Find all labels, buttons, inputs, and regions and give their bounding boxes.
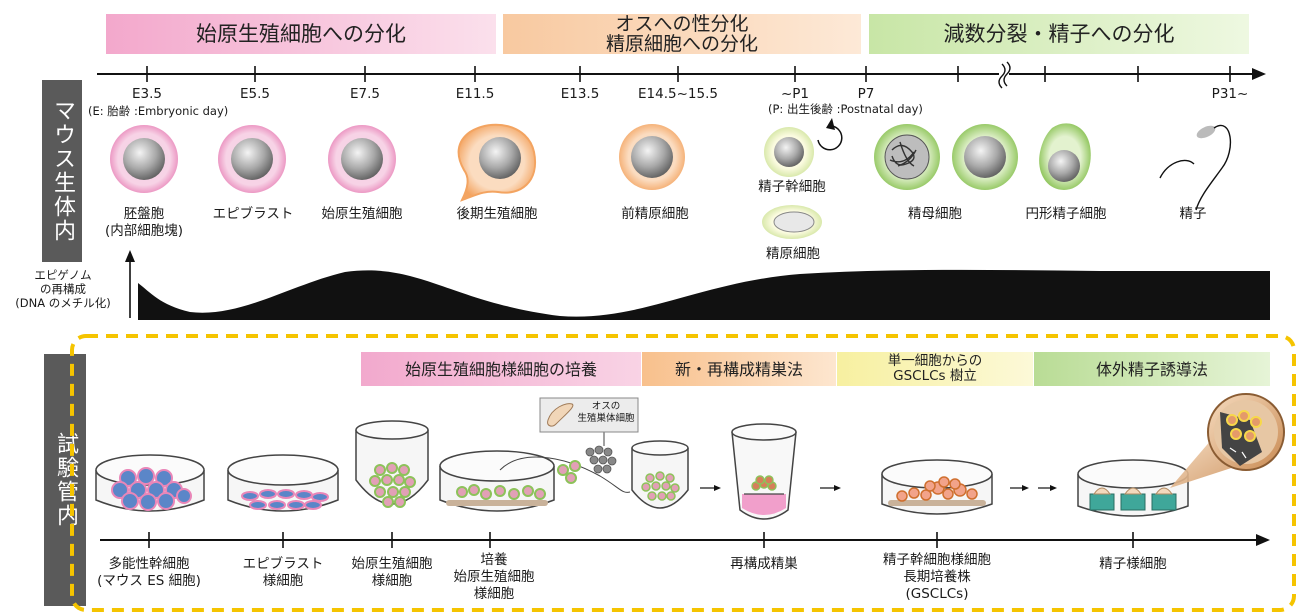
cell-label-pgc: 始原生殖細胞 bbox=[321, 206, 403, 222]
in-vivo-side-label: マウス生体内 bbox=[42, 80, 82, 262]
invitro-label-sperm-like: 精子様細胞 bbox=[1099, 556, 1167, 572]
cell-pgc bbox=[328, 125, 396, 193]
postnatal-day-note: (P: 出生後齢 :Postnatal day) bbox=[768, 102, 923, 116]
floating-pgclc-cells bbox=[557, 460, 581, 484]
method-band-pgclc-culture: 始原生殖細胞様細胞の培養 bbox=[361, 352, 641, 386]
stage-band-sex-diff: オスへの性分化 精原細胞への分化 bbox=[503, 14, 861, 54]
stage-band-meiosis: 減数分裂・精子への分化 bbox=[869, 14, 1249, 54]
method-band-sperm-induction: 体外精子誘導法 bbox=[1034, 352, 1270, 386]
method-band-gsclc: 単一細胞からの GSCLCs 樹立 bbox=[837, 352, 1033, 386]
in-vitro-side-label: 試験管内 bbox=[44, 354, 86, 606]
gonad-tissue-icon bbox=[547, 403, 574, 427]
in-vitro-dashed-frame bbox=[70, 334, 1296, 612]
cell-late-germ-cell bbox=[457, 123, 537, 202]
cup-pgclc-aggregate bbox=[355, 420, 429, 508]
invitro-label-gsclc: 精子幹細胞様細胞 長期培養株 (GSCLCs) bbox=[883, 552, 991, 602]
cell-label-round-spermatid: 円形精子細胞 bbox=[1025, 206, 1107, 222]
stage-band-label: 減数分裂・精子への分化 bbox=[943, 22, 1175, 46]
process-arrow bbox=[1010, 485, 1057, 491]
tick-label: P31~ bbox=[1211, 86, 1249, 102]
cell-label-prospermatogonia: 前精原細胞 bbox=[621, 206, 689, 222]
invitro-label-epiblast-like: エピブラスト 様細胞 bbox=[242, 556, 324, 589]
cell-round-spermatid bbox=[1039, 123, 1091, 190]
cell-label-ssc: 精子幹細胞 bbox=[758, 179, 826, 195]
stage-band-label: 始原生殖細胞への分化 bbox=[196, 22, 406, 46]
stage-band-label: オスへの性分化 精原細胞への分化 bbox=[605, 13, 758, 55]
process-arrow bbox=[820, 485, 841, 491]
invitro-label-reconstituted-testis: 再構成精巣 bbox=[730, 556, 798, 572]
cell-spermatogonium bbox=[762, 205, 822, 239]
transwell-reconstituted-testis bbox=[731, 423, 797, 520]
gonadal-somatic-cells bbox=[585, 430, 617, 474]
cell-spermatocyte-2 bbox=[952, 124, 1018, 190]
dish-sperm-induction bbox=[1077, 459, 1189, 517]
stage-band-pgc: 始原生殖細胞への分化 bbox=[106, 14, 496, 54]
invitro-label-pgclc: 始原生殖細胞 様細胞 bbox=[351, 556, 433, 589]
epigenome-methylation-curve bbox=[138, 269, 1270, 320]
process-arrow bbox=[700, 485, 721, 491]
magnified-callout bbox=[1170, 393, 1285, 488]
epigenome-axis-arrow bbox=[125, 250, 135, 318]
cell-blastocyst bbox=[110, 125, 178, 193]
cell-sperm bbox=[1159, 124, 1232, 211]
cell-label-spermatogonium: 精原細胞 bbox=[766, 246, 820, 262]
epigenome-label: エピゲノム の再構成 (DNA のメチル化) bbox=[15, 268, 111, 310]
cell-spermatogonial-stem-cell bbox=[764, 118, 843, 177]
cup-mixed-aggregate bbox=[631, 440, 689, 509]
tick-label: E14.5~15.5 bbox=[638, 86, 718, 102]
invitro-label-es: 多能性幹細胞 (マウス ES 細胞) bbox=[97, 556, 201, 589]
cell-label-spermatocyte: 精母細胞 bbox=[908, 206, 962, 222]
dish-es-cells bbox=[95, 454, 205, 512]
dish-gsclc bbox=[881, 459, 993, 515]
cell-label-sperm: 精子 bbox=[1179, 206, 1207, 222]
dish-epiblast-like bbox=[227, 454, 339, 512]
dish-cultured-pgclc bbox=[439, 450, 631, 512]
method-band-reconstituted-testis: 新・再構成精巣法 bbox=[642, 352, 836, 386]
gonadal-tissue-note: オスの 生殖巣体細胞 bbox=[577, 401, 635, 424]
tick-label: E7.5 bbox=[350, 86, 380, 102]
tick-label: E5.5 bbox=[240, 86, 270, 102]
tick-label: P7 bbox=[857, 86, 875, 102]
cell-spermatocyte-1 bbox=[874, 124, 940, 190]
cell-label-late-germ-cell: 後期生殖細胞 bbox=[456, 206, 538, 222]
tick-label: E11.5 bbox=[455, 86, 495, 102]
cell-prospermatogonia bbox=[619, 124, 685, 190]
timeline-axis bbox=[97, 61, 1266, 89]
tick-label: E13.5 bbox=[560, 86, 600, 102]
tick-label: E3.5 bbox=[132, 86, 162, 102]
cell-label-blastocyst: 胚盤胞 (内部細胞塊) bbox=[104, 206, 184, 239]
cell-epiblast bbox=[218, 125, 286, 193]
tick-label: ~P1 bbox=[780, 86, 810, 102]
cell-label-epiblast: エピブラスト bbox=[212, 206, 294, 222]
embryonic-day-note: (E: 胎齢 :Embryonic day) bbox=[88, 104, 229, 118]
invitro-label-cultured-pgclc: 培養 始原生殖細胞 様細胞 bbox=[453, 552, 535, 602]
in-vitro-axis bbox=[100, 532, 1270, 548]
